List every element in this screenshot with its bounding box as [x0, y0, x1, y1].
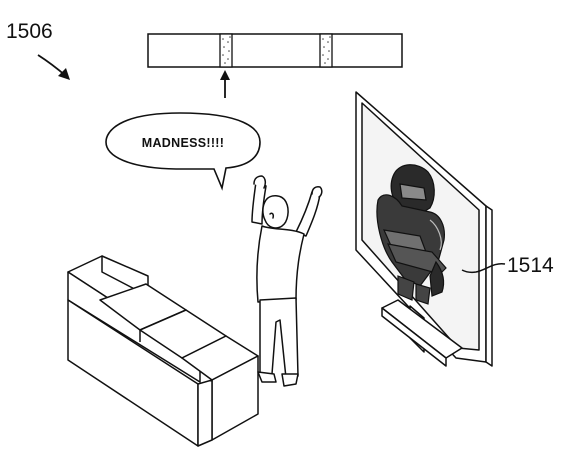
position-arrow-icon	[220, 70, 230, 98]
timeline-marker-1	[219, 33, 233, 68]
ref-label-1506: 1506	[6, 20, 53, 43]
speech-bubble: MADNESS!!!!	[105, 112, 261, 191]
timeline-marker-2	[319, 33, 333, 68]
timeline-bar	[147, 33, 403, 68]
game-character-image	[376, 164, 447, 305]
couch	[67, 255, 259, 447]
ref-label-1514: 1514	[507, 254, 554, 277]
speech-text: MADNESS!!!!	[142, 136, 224, 150]
ref-arrow-1506	[37, 54, 70, 80]
ref-leader-1514	[461, 262, 506, 274]
person-figure	[251, 175, 323, 387]
